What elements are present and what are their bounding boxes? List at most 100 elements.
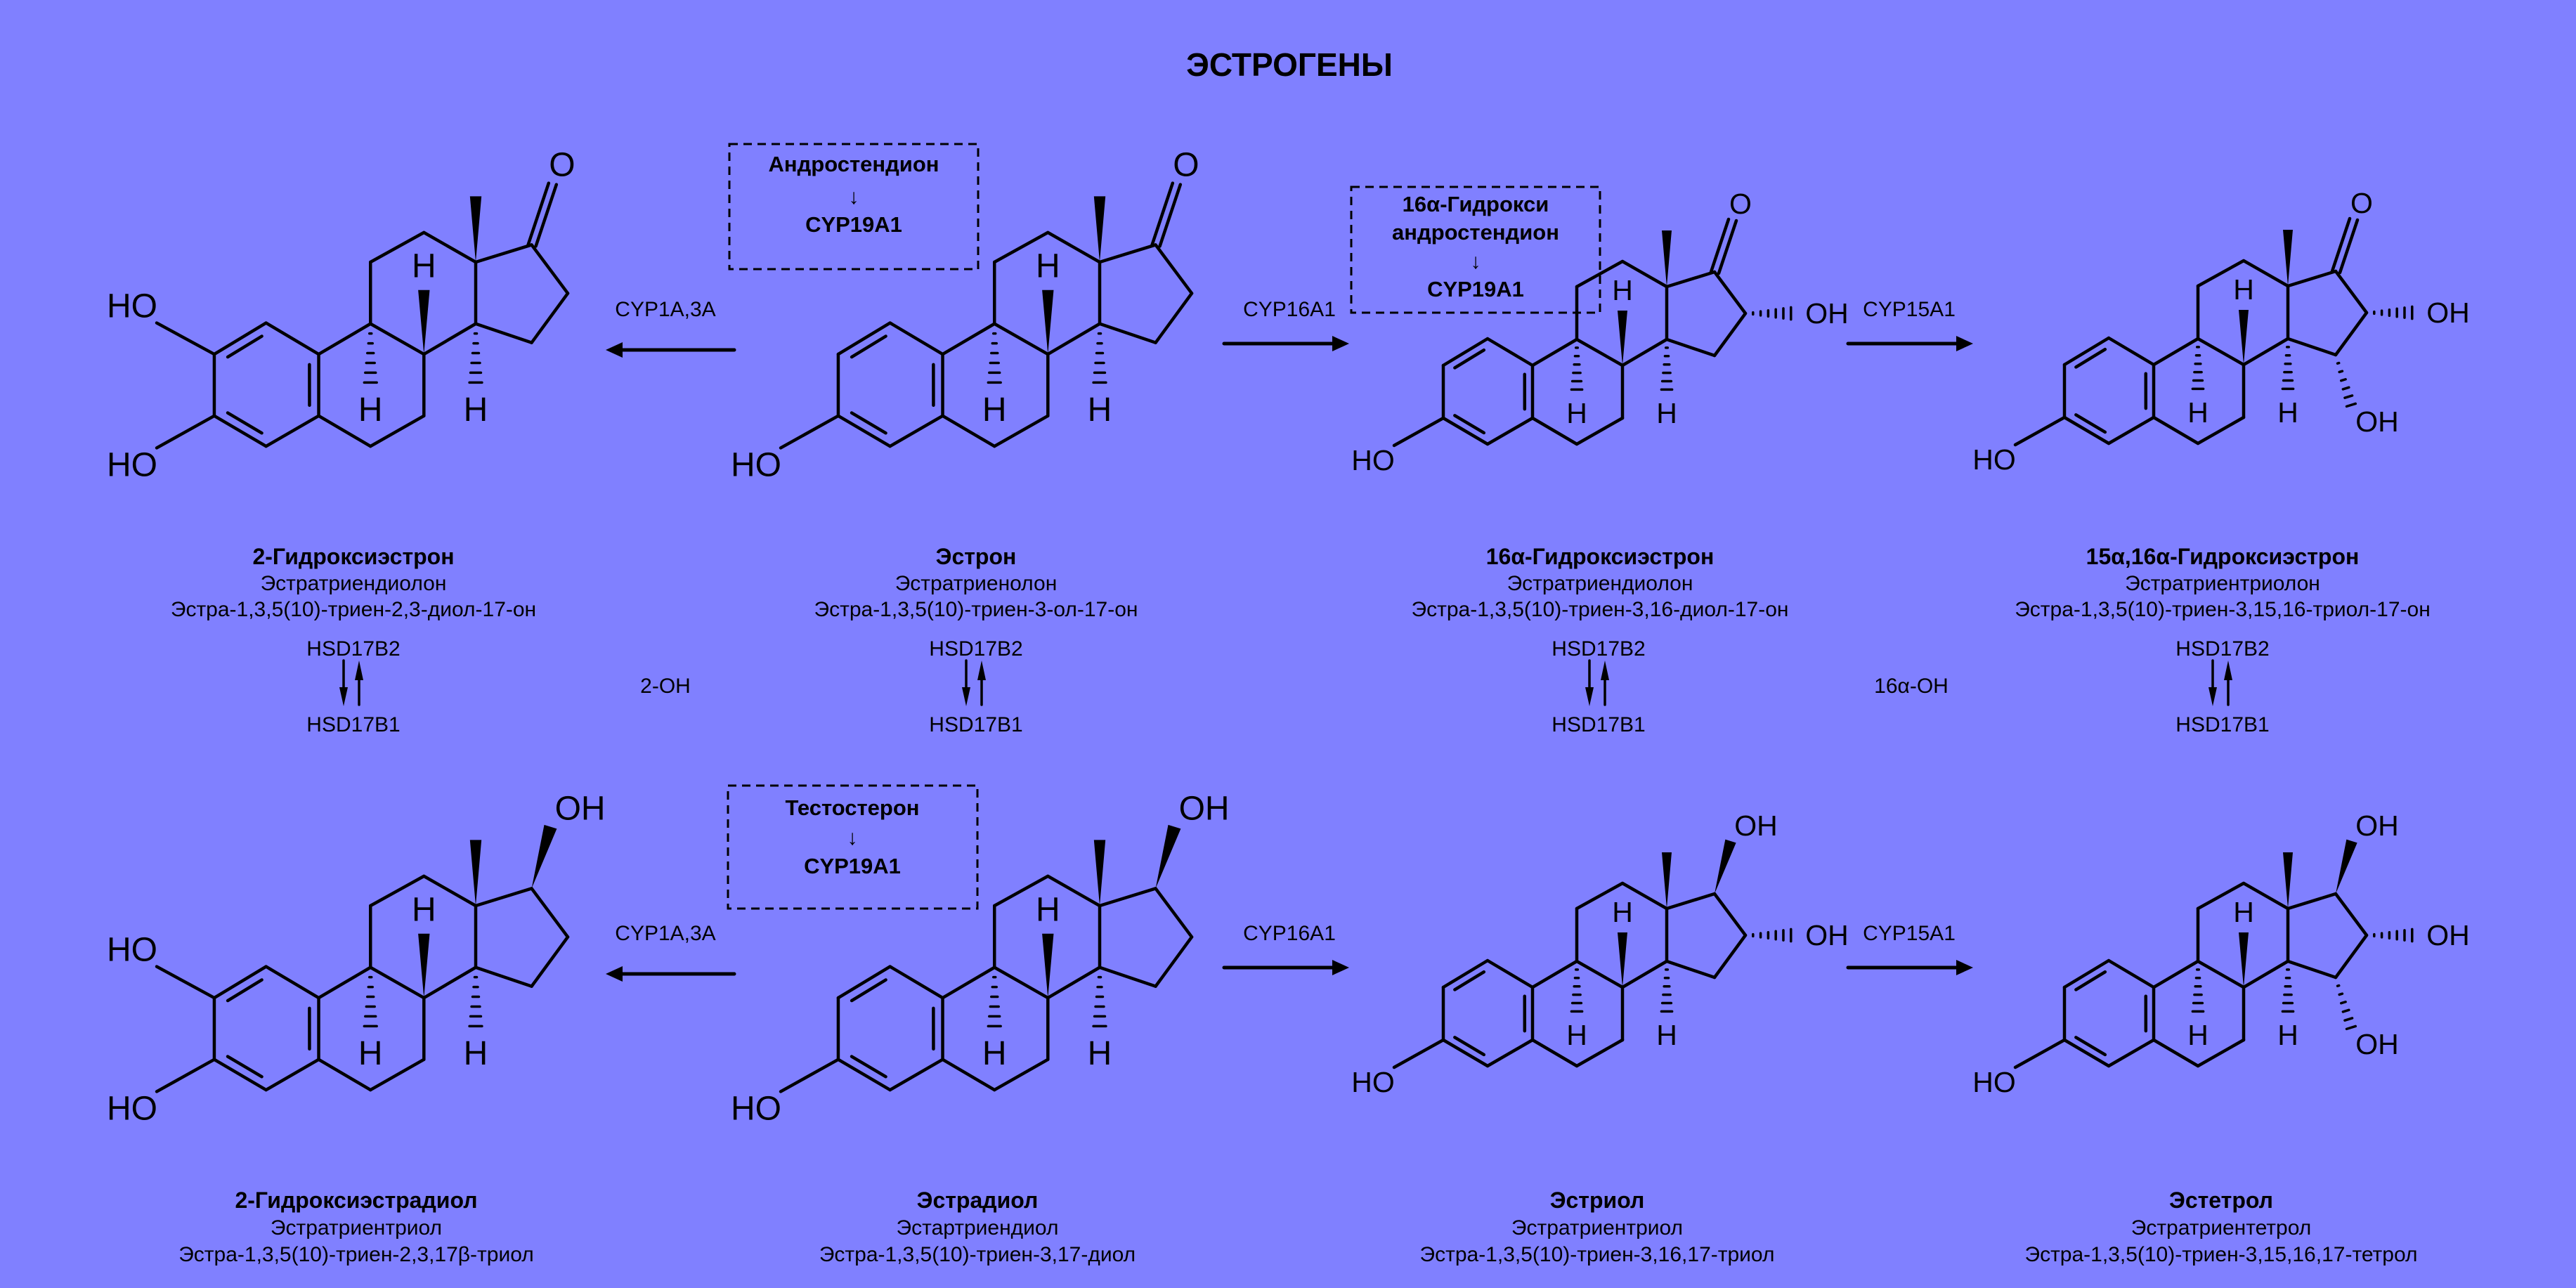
bond [2334,311,2369,357]
oh16-hash [1752,928,1793,943]
h9-label: H [982,391,1007,429]
h8-label: H [1612,274,1633,306]
oh3-bond [779,1058,840,1093]
compound-trivial-name: Эстратриентриолон [2125,572,2320,595]
hsd-column-2: HSD17B2 HSD17B1 [929,637,1022,736]
bond [2062,415,2111,445]
bond [212,965,268,1000]
bond [2286,892,2338,911]
bond [1575,959,1625,989]
bond [368,230,426,264]
aromatic-double-bond [226,1055,264,1079]
hsd-oxidize-label: HSD17B2 [929,637,1022,661]
pathway-label-16a-oh: 16α-OH [1874,675,1949,698]
bond [1575,416,1625,446]
bond [1620,881,1669,911]
bond [2334,892,2369,937]
bond [1154,935,1194,988]
hsd-reduce-label: HSD17B1 [2175,713,2269,736]
bond [368,414,426,448]
bond [1530,1038,1579,1068]
bond [2062,958,2111,989]
bond [2286,337,2338,357]
hsd-arrows-1 [339,659,363,706]
box-arrow: ↓ [1471,250,1481,273]
h9-label: H [358,1035,383,1072]
h8-wedge [418,933,430,998]
bond [1575,1038,1625,1068]
h14-label: H [1088,1035,1112,1072]
hsd-oxidize-label: HSD17B2 [306,637,400,661]
carbonyl-bond [2330,216,2352,273]
bond [836,414,892,448]
bond [2286,959,2338,980]
bond [422,874,478,908]
bond [368,874,426,908]
oh16-hash [2373,305,2414,320]
bond [2062,1038,2111,1068]
arrow-head [606,342,623,358]
pathway-label-2-oh: 2-OH [640,675,691,698]
h14-hash [1660,346,1674,391]
bond [1530,337,1579,367]
bond [264,965,320,1000]
oh16-hash [1752,306,1793,321]
box-enzyme: CYP19A1 [805,212,902,237]
h9-hash [987,975,1002,1028]
methyl-wedge [2283,852,2293,909]
hsd-arrows-2 [962,659,986,706]
bond [422,322,478,356]
reaction-arrow-cyp16a1-top [1222,336,1349,351]
bond [530,243,570,295]
oh3-bond [155,1058,216,1093]
methyl-wedge [469,196,482,262]
compound-caption-16a-hydroxyestrone: 16α-Гидроксиэстрон Эстратриендиолон Эстр… [1412,544,1789,621]
aromatic-double-bond [850,411,887,435]
bond [422,230,478,264]
bond [992,874,1050,908]
bond [2196,259,2246,288]
h9-hash [363,975,378,1028]
arrow-head [1956,960,1973,975]
compound-systematic-name: Эстра-1,3,5(10)-триен-3,15,16,17-тетрол [2025,1243,2418,1266]
hsd-column-4: HSD17B2 HSD17B1 [2175,637,2269,736]
compound-systematic-name: Эстра-1,3,5(10)-триен-3,15,16-триол-17-о… [2015,598,2431,621]
oh15-hash [2336,361,2357,408]
h14-label: H [2277,1019,2298,1051]
bond [2242,337,2290,367]
bond [1485,416,1535,446]
oh2-label: HO [107,288,157,325]
arrow-label-cyp1a3a-top: CYP1A,3A [615,298,715,321]
oh15-label: OH [2355,1028,2399,1060]
compound-trivial-name: Эстартриендиол [897,1216,1059,1240]
bond [1441,958,1490,989]
bond [1485,958,1535,989]
oh3-label: HO [1351,444,1395,476]
h14-label: H [1088,391,1112,429]
oh3-label: HO [107,446,157,483]
compound-caption-estrone: Эстрон Эстратриенолон Эстра-1,3,5(10)-тр… [814,544,1138,621]
compound-systematic-name: Эстра-1,3,5(10)-триен-2,3-диол-17-он [171,598,536,621]
bond [1665,892,1717,911]
aromatic-double-bond [1453,970,1486,991]
h14-hash [1660,968,1674,1013]
bond [530,887,570,939]
compound-name: Эстетрол [2169,1188,2273,1213]
h8-label: H [2233,273,2254,306]
compound-trivial-name: Эстратриендиолон [1507,572,1693,595]
bond [422,965,478,1000]
reaction-arrow-cyp15a1-top [1846,336,1973,351]
h9-label: H [358,391,383,429]
h9-hash [2191,968,2205,1013]
h8-label: H [412,891,436,928]
arrow-head [1332,960,1349,975]
oh16-label: OH [2426,919,2470,951]
aromatic-double-bond [2074,347,2107,369]
bond [1485,337,1535,367]
bond [264,1058,320,1092]
carbonyl-bond [1709,217,1731,274]
oh15-label: OH [2355,405,2399,438]
aromatic-double-bond [850,1055,887,1079]
